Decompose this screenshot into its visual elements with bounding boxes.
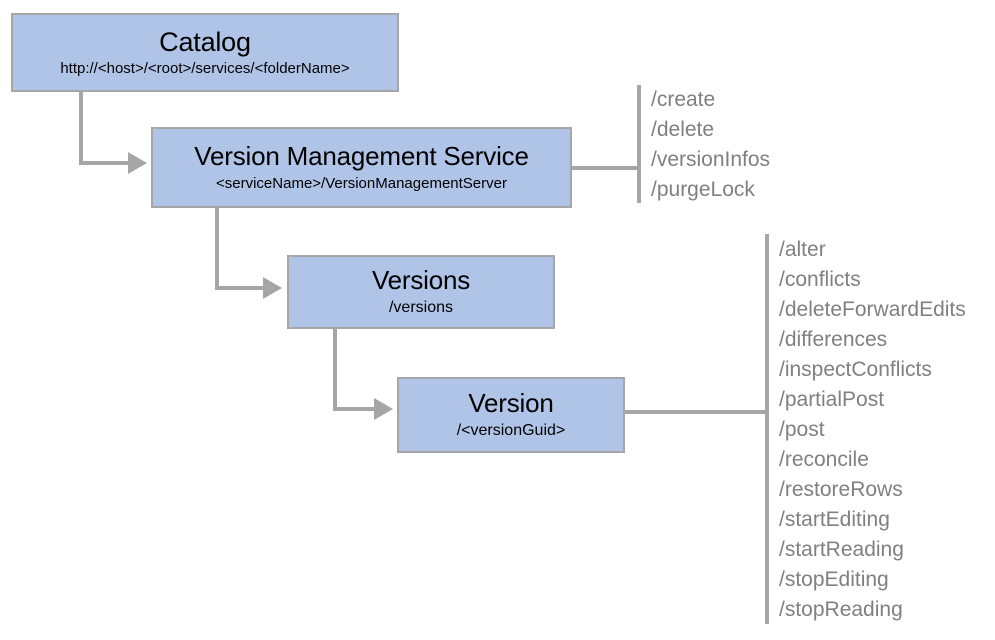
endpoint-item-version-10: /startReading (779, 538, 904, 561)
node-versions[interactable]: Versions /versions (287, 255, 555, 329)
node-version[interactable]: Version /<versionGuid> (397, 377, 625, 453)
connector-service-to-endpoints (572, 166, 639, 170)
arrowhead-icon-versions-to-version (374, 398, 393, 420)
endpoint-list-service: /create/delete/versionInfos/purgeLock (651, 85, 770, 205)
node-version-title: Version (468, 388, 554, 419)
connector-version-to-endpoints (625, 410, 767, 414)
endpoint-item-version-11: /stopEditing (779, 568, 889, 591)
endpoint-item-service-0: /create (651, 88, 716, 111)
endpoint-item-service-2: /versionInfos (651, 148, 771, 171)
node-catalog-path: http://<host>/<root>/services/<folderNam… (60, 60, 350, 78)
endpoint-item-version-4: /inspectConflicts (779, 358, 932, 381)
endpoint-item-version-0: /alter (779, 238, 826, 261)
node-version-management-service-path: <serviceName>/VersionManagementServer (216, 174, 507, 192)
endpoint-list-version: /alter/conflicts/deleteForwardEdits/diff… (779, 235, 966, 625)
node-version-management-service-title: Version Management Service (194, 141, 529, 172)
endpoint-item-version-1: /conflicts (779, 268, 861, 291)
endpoint-item-version-7: /reconcile (779, 448, 869, 471)
node-catalog-title: Catalog (159, 26, 251, 57)
bracket-version-endpoints (765, 234, 769, 624)
connector-versions-to-version-vertical (333, 329, 337, 411)
node-version-management-service[interactable]: Version Management Service <serviceName>… (151, 127, 572, 208)
node-versions-path: /versions (388, 298, 454, 316)
endpoint-item-service-1: /delete (651, 118, 715, 141)
endpoint-item-version-2: /deleteForwardEdits (779, 298, 966, 321)
connector-versions-to-version-horizontal (333, 407, 375, 411)
connector-service-to-versions-vertical (215, 207, 219, 290)
endpoint-item-version-12: /stopReading (779, 598, 903, 621)
connector-service-to-versions-horizontal (215, 286, 264, 290)
bracket-service-endpoints (637, 85, 641, 203)
endpoint-item-service-3: /purgeLock (651, 178, 755, 201)
endpoint-item-version-5: /partialPost (779, 388, 885, 411)
connector-catalog-to-service-vertical (79, 91, 83, 165)
node-versions-title: Versions (371, 265, 471, 296)
node-version-path: /<versionGuid> (456, 421, 566, 439)
connector-catalog-to-service-horizontal (79, 161, 129, 165)
arrowhead-icon-service-to-versions (263, 277, 282, 299)
endpoint-item-version-3: /differences (779, 328, 888, 351)
endpoint-item-version-9: /startEditing (779, 508, 890, 531)
endpoint-item-version-6: /post (779, 418, 825, 441)
node-catalog[interactable]: Catalog http://<host>/<root>/services/<f… (11, 13, 399, 92)
endpoint-item-version-8: /restoreRows (779, 478, 903, 501)
arrowhead-icon-catalog-to-service (128, 152, 147, 174)
